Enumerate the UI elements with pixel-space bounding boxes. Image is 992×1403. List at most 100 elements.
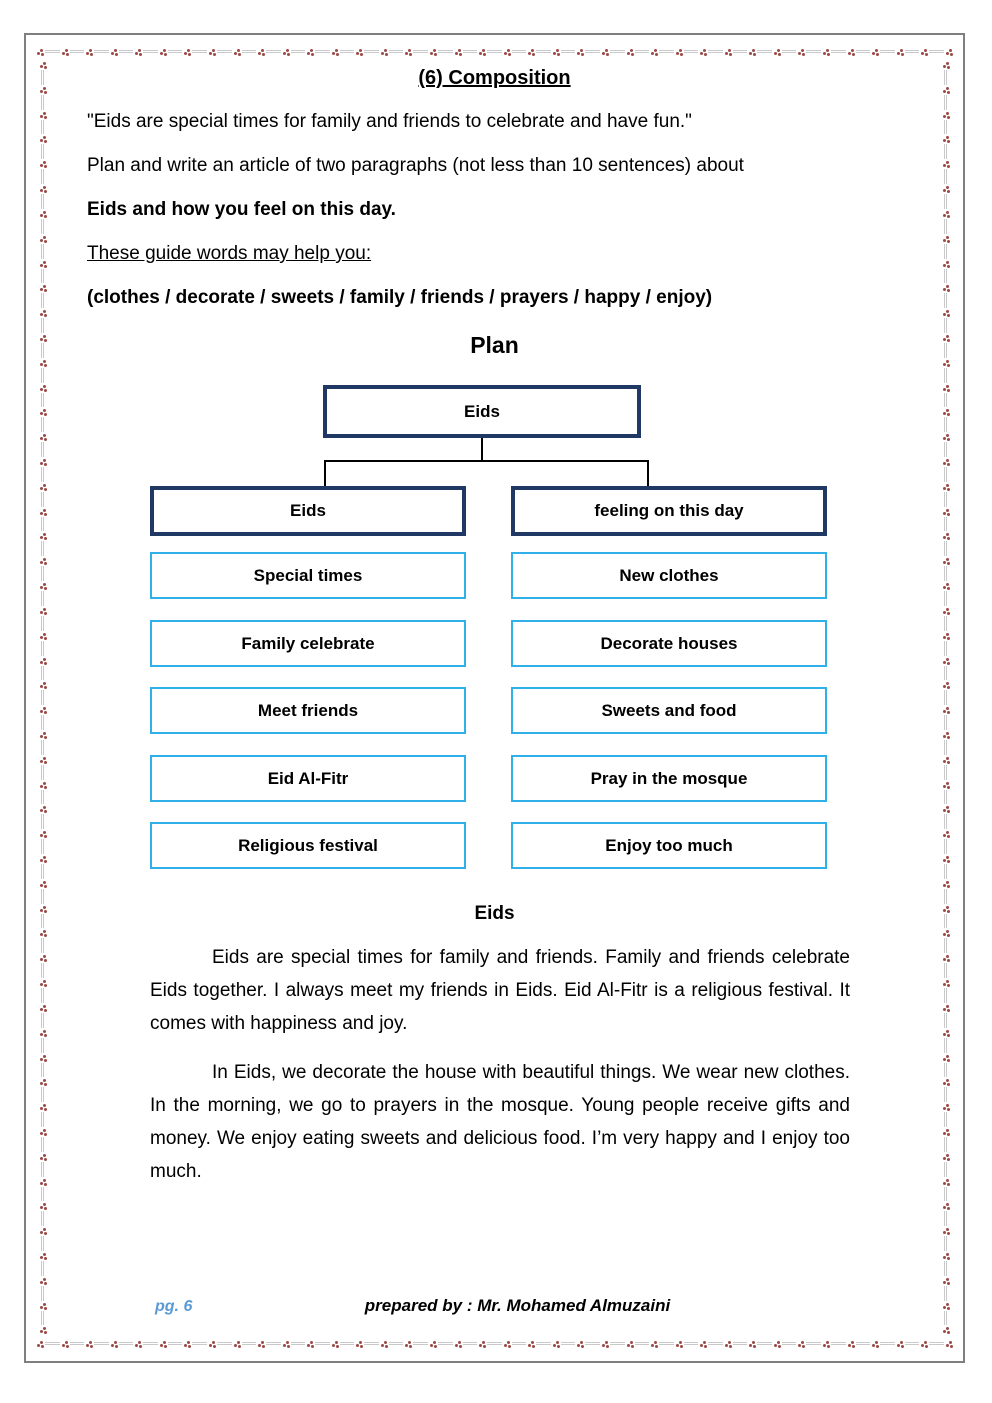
art-border-cluster [38, 605, 48, 616]
art-border-cluster [329, 47, 340, 57]
art-border-cluster [941, 705, 951, 716]
plan-item-family-celebrate: Family celebrate [150, 620, 466, 667]
art-border-cluster [38, 1002, 48, 1013]
art-border-cluster [108, 47, 119, 57]
art-border: (6) Composition "Eids are special times … [35, 44, 954, 1352]
art-border-cluster [38, 1176, 48, 1187]
art-border-cluster [941, 779, 951, 790]
art-border-cluster [38, 1151, 48, 1162]
art-border-cluster [305, 47, 316, 57]
art-border-cluster [329, 1339, 340, 1349]
art-border-cluster [38, 953, 48, 964]
art-border-cluster [38, 308, 48, 319]
art-border-cluster [845, 1339, 856, 1349]
art-border-cluster [941, 357, 951, 368]
art-border-cluster [673, 47, 684, 57]
art-border-cluster [796, 1339, 807, 1349]
art-border-cluster [941, 729, 951, 740]
art-border-cluster [305, 1339, 316, 1349]
art-border-cluster [941, 283, 951, 294]
art-border-cluster [256, 1339, 267, 1349]
essay-title: Eids [474, 903, 515, 924]
page-content: (6) Composition "Eids are special times … [51, 60, 938, 1336]
art-border-cluster [38, 705, 48, 716]
art-border-cluster [280, 47, 291, 57]
art-border-cluster [526, 1339, 537, 1349]
art-border-cluster [941, 1027, 951, 1038]
art-border-cluster [231, 47, 242, 57]
art-border-cluster [941, 605, 951, 616]
art-border-cluster [624, 47, 635, 57]
art-border-cluster [941, 804, 951, 815]
art-border-cluster [38, 978, 48, 989]
art-border-cluster [38, 60, 48, 70]
art-border-cluster [38, 680, 48, 691]
art-border-cluster [870, 47, 881, 57]
art-border-cluster [38, 208, 48, 219]
art-border-cluster [821, 47, 831, 57]
art-border-cluster [403, 47, 414, 57]
art-border-cluster [941, 1300, 951, 1311]
art-border-cluster [38, 655, 48, 666]
art-border-cluster [256, 47, 267, 57]
art-border-cluster [38, 729, 48, 740]
art-border-cluster [108, 1339, 119, 1349]
art-border-cluster [941, 1325, 951, 1336]
plan-diagram: Eids Eids feeling on this day Special ti… [51, 379, 938, 874]
art-border-cluster [38, 1300, 48, 1311]
art-border-cluster [38, 1275, 48, 1286]
plan-item-enjoy-too-much: Enjoy too much [511, 822, 827, 869]
art-border-cluster [182, 1339, 193, 1349]
guide-words-list: (clothes / decorate / sweets / family / … [87, 287, 713, 308]
art-border-cluster [919, 47, 930, 57]
art-border-cluster [722, 1339, 733, 1349]
art-border-cluster [38, 357, 48, 368]
art-border-cluster [354, 47, 365, 57]
plan-heading: Plan [470, 332, 519, 358]
art-border-cluster [941, 134, 951, 145]
art-border-cluster [941, 1275, 951, 1286]
art-border-cluster [870, 1339, 881, 1349]
art-border-cluster [354, 1339, 365, 1349]
art-border-cluster [35, 47, 45, 57]
art-border-cluster [452, 47, 463, 57]
art-border-cluster [38, 804, 48, 815]
art-border-cluster [59, 47, 70, 57]
art-border-cluster [477, 47, 488, 57]
art-border-cluster [624, 1339, 635, 1349]
art-border-cluster [771, 1339, 782, 1349]
art-border-cluster [38, 878, 48, 889]
art-border-cluster [231, 1339, 242, 1349]
art-border-cluster [38, 1201, 48, 1212]
art-border-cluster [943, 1339, 954, 1349]
essay-paragraph-2: In Eids, we decorate the house with beau… [150, 1062, 850, 1182]
art-border-cluster [941, 680, 951, 691]
art-border-cluster [38, 332, 48, 343]
column-header-feeling: feeling on this day [511, 486, 827, 536]
art-border-cluster [941, 506, 951, 517]
art-border-cluster [452, 1339, 463, 1349]
plan-item-sweets-and-food: Sweets and food [511, 687, 827, 734]
art-border-top [35, 44, 954, 60]
art-border-cluster [941, 382, 951, 393]
art-border-cluster [599, 47, 610, 57]
art-border-cluster [133, 1339, 144, 1349]
art-border-cluster [38, 581, 48, 592]
art-border-cluster [38, 432, 48, 443]
column-header-eids: Eids [150, 486, 466, 536]
art-border-cluster [941, 159, 951, 170]
art-border-cluster [38, 779, 48, 790]
art-border-cluster [796, 47, 807, 57]
art-border-cluster [38, 1325, 48, 1336]
art-border-cluster [38, 1226, 48, 1237]
art-border-cluster [206, 47, 217, 57]
art-border-cluster [649, 47, 660, 57]
plan-item-eid-al-fitr: Eid Al-Fitr [150, 755, 466, 802]
art-border-cluster [941, 928, 951, 939]
plan-item-decorate-houses: Decorate houses [511, 620, 827, 667]
art-border-cluster [649, 1339, 660, 1349]
art-border-cluster [943, 47, 954, 57]
art-border-cluster [941, 1077, 951, 1088]
art-border-cluster [38, 556, 48, 567]
